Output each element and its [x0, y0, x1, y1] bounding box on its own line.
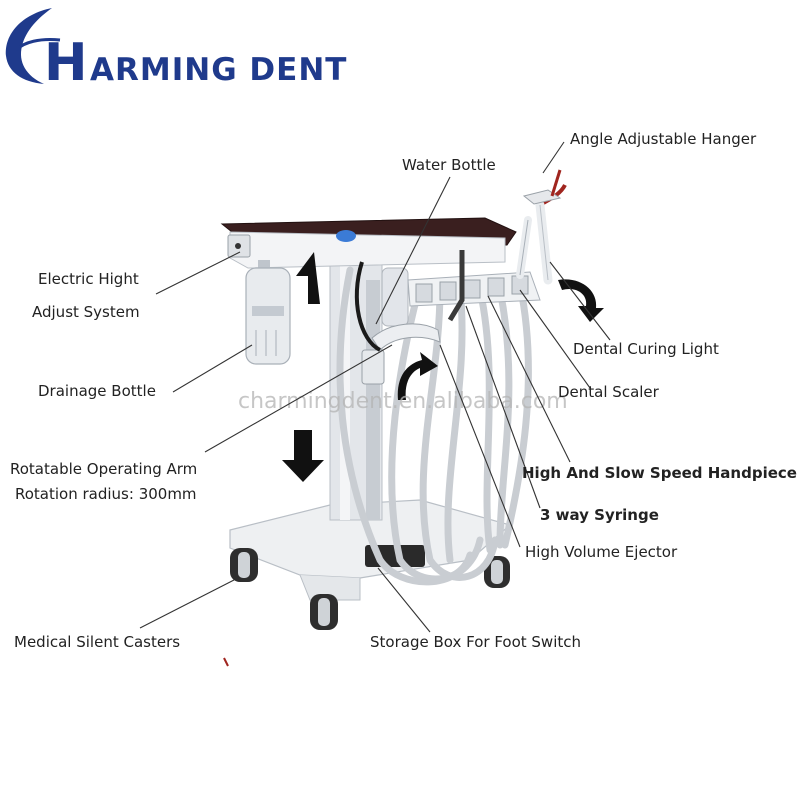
leader-lines [139, 141, 611, 633]
brand-logo: H ARMING DENT [5, 8, 347, 93]
height-arrows-icon [282, 252, 324, 482]
label-drainage: Drainage Bottle [38, 382, 156, 400]
watermark: charmingdent.en.alibaba.com [238, 389, 568, 414]
hoses [336, 266, 532, 586]
label-ejector: High Volume Ejector [525, 543, 678, 561]
label-syringe: 3 way Syringe [540, 506, 659, 524]
logo-swoosh-icon [5, 8, 52, 84]
label-handpiece: High And Slow Speed Handpiece [522, 464, 797, 482]
label-arm-2: Rotation radius: 300mm [15, 485, 197, 503]
label-casters: Medical Silent Casters [14, 633, 180, 651]
caster-front [310, 594, 338, 630]
caster-right [484, 556, 510, 588]
logo-arc-icon [14, 38, 61, 52]
logo-wordmark: ARMING DENT [90, 52, 347, 88]
rotation-arrow-icon [397, 352, 438, 400]
water-bottle [381, 267, 409, 327]
label-curing-light: Dental Curing Light [573, 340, 719, 358]
caster-left [230, 548, 258, 582]
drainage-bottle [245, 260, 291, 365]
dental-cart-illustration [220, 169, 604, 630]
logo-big-letter: H [44, 33, 88, 93]
label-angle-hanger: Angle Adjustable Hanger [570, 130, 757, 148]
callout-labels: Angle Adjustable Hanger Water Bottle Ele… [10, 130, 797, 651]
label-electric-1: Electric Hight [38, 270, 139, 288]
tray-badge-icon [336, 230, 356, 242]
label-water-bottle: Water Bottle [402, 156, 496, 174]
angle-hanger [522, 169, 562, 205]
label-storage: Storage Box For Foot Switch [370, 633, 581, 651]
hanger-rotation-arrow-icon [558, 279, 604, 322]
operating-arm [371, 323, 441, 351]
dental-scaler-handpiece [516, 216, 532, 279]
label-electric-2: Adjust System [32, 303, 140, 321]
label-scaler: Dental Scaler [558, 383, 660, 401]
stray-mark [223, 657, 229, 667]
label-arm-1: Rotatable Operating Arm [10, 460, 197, 478]
